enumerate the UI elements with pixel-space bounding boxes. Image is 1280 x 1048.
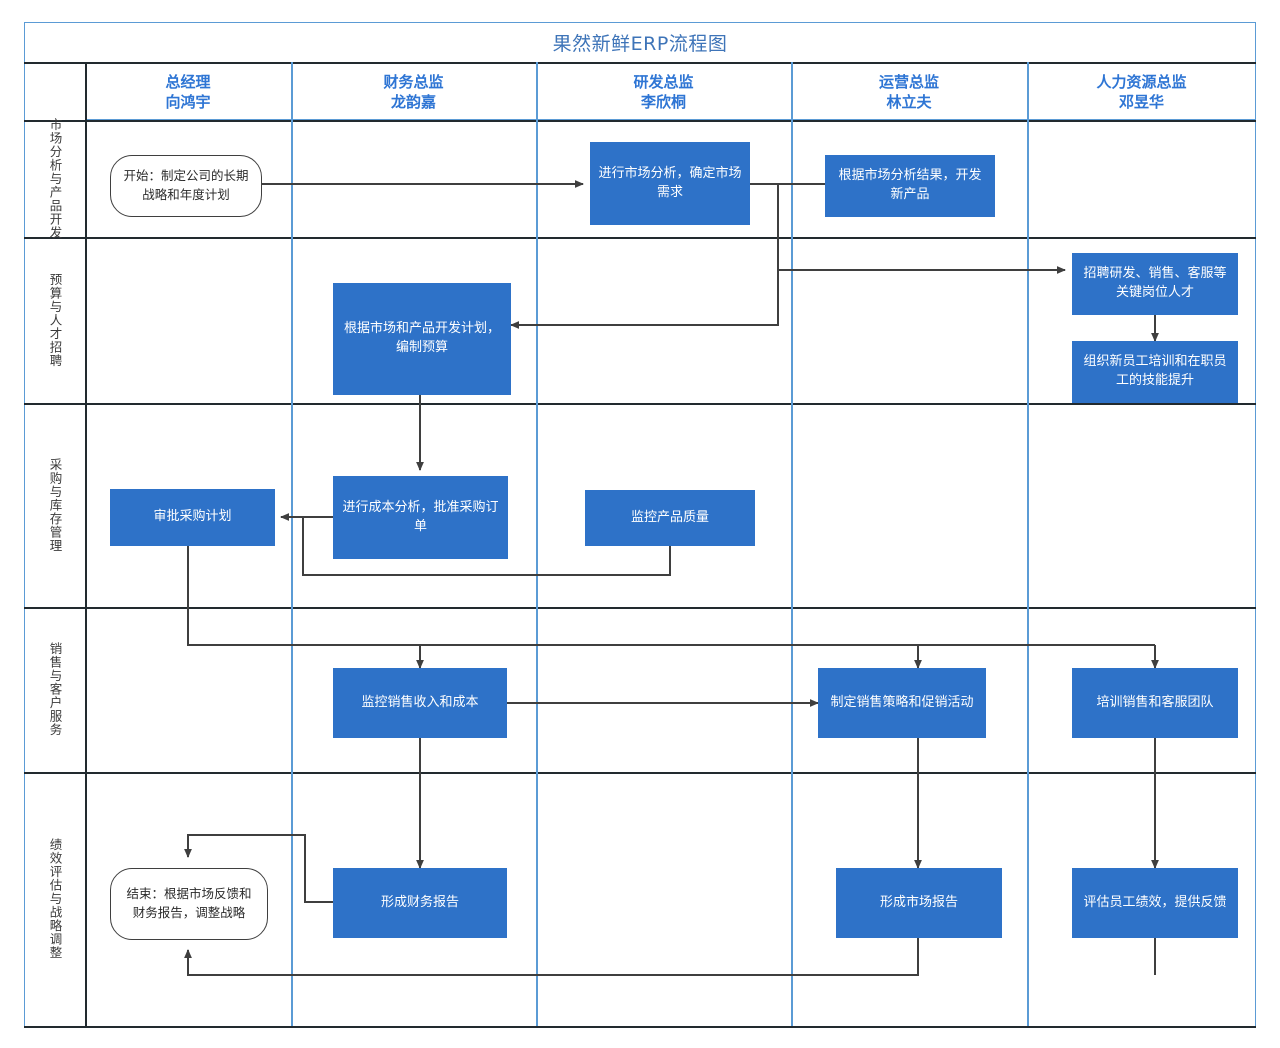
lane-separator-bottom — [24, 1026, 1256, 1028]
row-label-sales: 销售与客户服务 — [47, 642, 63, 737]
node-quality-monitor[interactable]: 监控产品质量 — [585, 490, 755, 546]
node-finance-report[interactable]: 形成财务报告 — [333, 868, 507, 938]
node-end[interactable]: 结束：根据市场反馈和财务报告，调整战略 — [110, 868, 268, 940]
lane-header-cfo: 财务总监 龙韵嘉 — [291, 63, 536, 121]
lane-header-ops: 运营总监 林立夫 — [791, 63, 1027, 121]
lane-role-hr: 人力资源总监 — [1096, 72, 1187, 91]
lane-role-gm: 总经理 — [165, 72, 211, 91]
lane-separator-header — [24, 120, 1256, 122]
lane-name-hr: 邓昱华 — [1118, 93, 1164, 111]
lane-separator-4 — [24, 772, 1256, 774]
lane-header-gm: 总经理 向鸿宇 — [85, 63, 291, 121]
lane-separator-top — [24, 62, 1256, 64]
lane-name-rd: 李欣桐 — [640, 93, 686, 111]
row-label-market: 市场分析与产品开发 — [47, 117, 63, 240]
lane-name-gm: 向鸿宇 — [165, 93, 211, 111]
column-separator-4 — [1027, 62, 1029, 1026]
swimlane-header-row: 总经理 向鸿宇 财务总监 龙韵嘉 研发总监 李欣桐 运营总监 林立夫 人力资源总… — [85, 62, 1256, 120]
node-cost-analysis[interactable]: 进行成本分析，批准采购订单 — [333, 476, 508, 559]
lane-role-cfo: 财务总监 — [383, 72, 444, 91]
lane-role-ops: 运营总监 — [878, 72, 939, 91]
node-training[interactable]: 组织新员工培训和在职员工的技能提升 — [1072, 341, 1238, 403]
row-label-purchase: 采购与库存管理 — [47, 457, 63, 553]
lane-header-rd: 研发总监 李欣桐 — [536, 63, 791, 121]
lane-role-rd: 研发总监 — [633, 72, 694, 91]
node-performance-review[interactable]: 评估员工绩效，提供反馈 — [1072, 868, 1238, 938]
node-sales-strategy[interactable]: 制定销售策略和促销活动 — [818, 668, 986, 738]
row-label-budget: 预算与人才招聘 — [47, 272, 63, 368]
node-sales-cost-monitor[interactable]: 监控销售收入和成本 — [333, 668, 507, 738]
column-separator-2 — [536, 62, 538, 1026]
node-recruit[interactable]: 招聘研发、销售、客服等关键岗位人才 — [1072, 253, 1238, 315]
node-start[interactable]: 开始：制定公司的长期战略和年度计划 — [110, 155, 262, 217]
lane-separator-1 — [24, 237, 1256, 239]
lane-header-hr: 人力资源总监 邓昱华 — [1027, 63, 1256, 121]
column-separator-3 — [791, 62, 793, 1026]
node-market-report[interactable]: 形成市场报告 — [836, 868, 1002, 938]
node-market-analysis[interactable]: 进行市场分析，确定市场需求 — [590, 142, 750, 225]
node-new-product[interactable]: 根据市场分析结果，开发新产品 — [825, 155, 995, 217]
node-train-sales[interactable]: 培训销售和客服团队 — [1072, 668, 1238, 738]
lane-separator-2 — [24, 403, 1256, 405]
lane-name-ops: 林立夫 — [886, 93, 932, 111]
lane-separator-3 — [24, 607, 1256, 609]
row-label-performance: 绩效评估与战略调整 — [47, 838, 63, 960]
row-label-column-divider — [85, 62, 87, 1026]
column-separator-1 — [291, 62, 293, 1026]
lane-name-cfo: 龙韵嘉 — [390, 93, 436, 111]
page-title: 果然新鲜ERP流程图 — [552, 32, 728, 55]
node-budget[interactable]: 根据市场和产品开发计划，编制预算 — [333, 283, 511, 395]
node-approve-purchase[interactable]: 审批采购计划 — [110, 489, 275, 546]
